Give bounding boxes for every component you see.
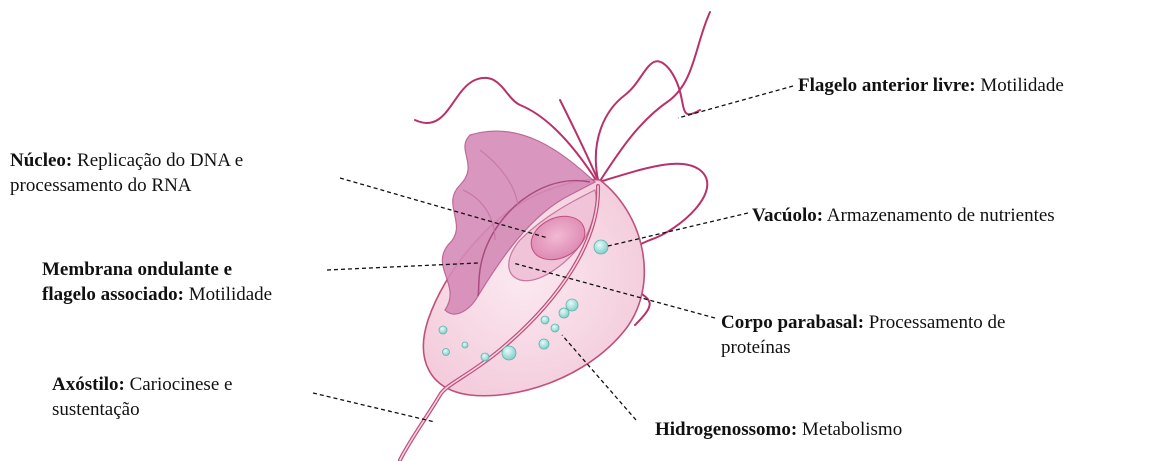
label-nucleo: Núcleo: Replicação do DNA e processament… bbox=[10, 148, 243, 198]
label-flagelo: Flagelo anterior livre: Motilidade bbox=[798, 73, 1064, 98]
label-membrana: Membrana ondulante e flagelo associado: … bbox=[42, 257, 272, 307]
label-corpo-desc2: proteínas bbox=[721, 337, 791, 358]
label-corpo-term: Corpo parabasal: bbox=[721, 312, 864, 333]
label-membrana-term: Membrana ondulante e bbox=[42, 259, 232, 280]
hydrogenosome bbox=[502, 346, 516, 360]
leader-flagelo bbox=[678, 86, 793, 118]
label-axostilo-desc2: sustentação bbox=[52, 399, 140, 420]
label-vacuolo-desc: Armazenamento de nutrientes bbox=[823, 205, 1055, 226]
label-hidrogenossomo-term: Hidrogenossomo: bbox=[655, 419, 797, 440]
label-axostilo-desc: Cariocinese e bbox=[125, 374, 233, 395]
label-hidrogenossomo: Hidrogenossomo: Metabolismo bbox=[655, 417, 902, 442]
hydrogenosome bbox=[462, 342, 468, 348]
label-hidrogenossomo-desc: Metabolismo bbox=[797, 419, 902, 440]
hydrogenosome bbox=[551, 324, 559, 332]
label-vacuolo: Vacúolo: Armazenamento de nutrientes bbox=[752, 203, 1055, 228]
label-flagelo-term: Flagelo anterior livre: bbox=[798, 75, 976, 96]
leader-axostilo bbox=[313, 393, 435, 422]
label-axostilo: Axóstilo: Cariocinese e sustentação bbox=[52, 372, 232, 422]
hydrogenosome bbox=[539, 339, 549, 349]
label-flagelo-desc: Motilidade bbox=[976, 75, 1064, 96]
label-axostilo-term: Axóstilo: bbox=[52, 374, 125, 395]
hydrogenosome bbox=[559, 308, 569, 318]
label-nucleo-term: Núcleo: bbox=[10, 150, 72, 171]
hydrogenosome bbox=[443, 349, 450, 356]
label-vacuolo-term: Vacúolo: bbox=[752, 205, 823, 226]
label-corpo: Corpo parabasal: Processamento de proteí… bbox=[721, 310, 1005, 360]
label-corpo-desc: Processamento de bbox=[864, 312, 1005, 333]
label-membrana-term2: flagelo associado: bbox=[42, 284, 184, 305]
hydrogenosome bbox=[439, 326, 447, 334]
label-nucleo-desc: Replicação do DNA e bbox=[72, 150, 243, 171]
flagellum-3 bbox=[600, 12, 710, 181]
hydrogenosome bbox=[481, 353, 489, 361]
label-nucleo-desc2: processamento do RNA bbox=[10, 175, 192, 196]
hydrogenosome bbox=[541, 316, 549, 324]
vacuole-granule bbox=[594, 240, 608, 254]
label-membrana-desc: Motilidade bbox=[184, 284, 272, 305]
